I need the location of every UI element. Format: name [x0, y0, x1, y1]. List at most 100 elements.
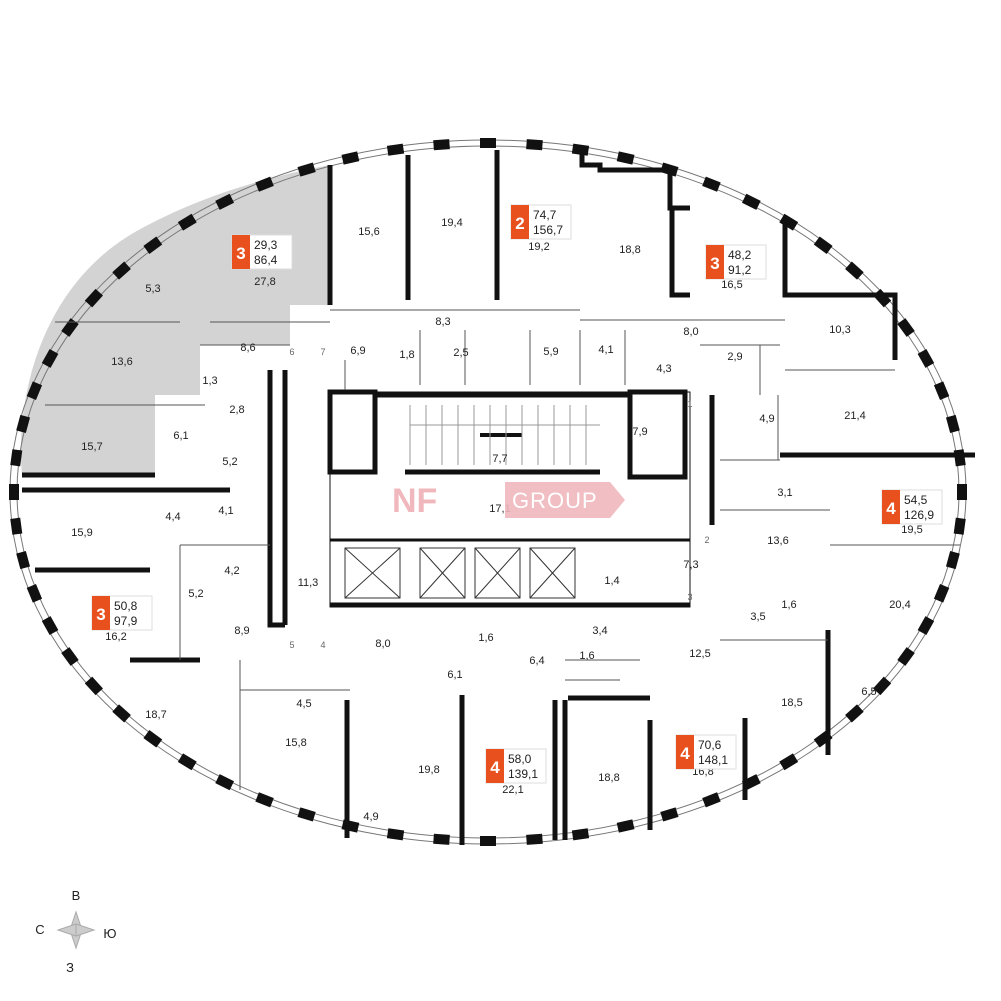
entrance-number: 5 — [289, 640, 294, 650]
window-mullion — [873, 676, 892, 696]
interior-walls — [45, 309, 960, 790]
room-area-label: 21,4 — [844, 410, 865, 422]
window-mullion — [660, 807, 679, 822]
apartment-living-area: 48,2 — [728, 248, 752, 262]
room-area-label: 8,0 — [375, 638, 390, 650]
window-mullion — [177, 753, 197, 771]
window-mullion — [16, 414, 31, 433]
room-area-label: 22,1 — [502, 784, 523, 796]
apartment-living-area: 54,5 — [904, 493, 928, 507]
window-mullion — [779, 213, 799, 231]
window-mullion — [779, 753, 799, 771]
window-mullion — [702, 792, 721, 808]
window-mullion — [10, 449, 23, 467]
window-mullion — [953, 449, 966, 467]
window-mullion — [26, 381, 43, 400]
entrance-number: 2 — [704, 535, 709, 545]
apartment-rooms-count: 3 — [236, 244, 245, 263]
apartment-living-area: 29,3 — [254, 238, 278, 252]
room-area-label: 15,8 — [285, 737, 306, 749]
window-mullion — [61, 318, 79, 337]
apartment-living-area: 70,6 — [698, 738, 722, 752]
room-area-label: 16,2 — [105, 631, 126, 643]
window-mullion — [215, 193, 235, 210]
room-area-label: 3,5 — [750, 611, 765, 623]
apartment-living-area: 74,7 — [533, 208, 557, 222]
window-mullion — [177, 213, 197, 231]
elevator-shafts — [344, 547, 576, 599]
room-area-label: 2,8 — [229, 404, 244, 416]
room-area-label: 1,6 — [579, 650, 594, 662]
room-area-label: 4,9 — [363, 811, 378, 823]
window-mullion — [845, 704, 864, 723]
apartment-rooms-count: 3 — [96, 605, 105, 624]
window-mullion — [480, 138, 496, 148]
room-area-label: 18,5 — [781, 697, 802, 709]
room-area-label: 27,8 — [254, 276, 275, 288]
room-area-label: 2,5 — [453, 347, 468, 359]
room-area-label: 8,0 — [683, 326, 698, 338]
window-mullion — [917, 616, 935, 635]
apartment-rooms-marker — [92, 596, 110, 630]
window-mullion — [953, 517, 966, 535]
window-mullions — [9, 138, 967, 846]
entrance-number: 3 — [687, 592, 692, 602]
company-logo: NF GROUP — [392, 482, 625, 520]
window-mullion — [526, 139, 543, 151]
room-area-label: 5,3 — [145, 283, 160, 295]
room-area-label: 15,6 — [358, 226, 379, 238]
apartment-total-area: 97,9 — [114, 614, 138, 628]
room-area-label: 5,2 — [222, 456, 237, 468]
apartment-rooms-count: 4 — [680, 744, 690, 763]
window-mullion — [341, 151, 360, 165]
room-area-label: 4,3 — [656, 363, 671, 375]
apartment-total-area: 91,2 — [728, 263, 752, 277]
window-mullion — [84, 676, 103, 696]
room-area-label: 4,5 — [296, 698, 311, 710]
room-area-label: 8,6 — [240, 342, 255, 354]
room-area-label: 6,5 — [861, 686, 876, 698]
window-mullion — [945, 414, 960, 433]
window-mullion — [61, 647, 79, 666]
compass-south: З — [66, 960, 74, 975]
window-mullion — [9, 484, 19, 500]
room-area-label: 16,5 — [721, 279, 742, 291]
window-mullion — [897, 318, 915, 337]
window-mullion — [26, 584, 43, 603]
room-area-label: 1,4 — [604, 575, 619, 587]
room-area-label: 4,4 — [165, 511, 180, 523]
window-mullion — [917, 349, 935, 368]
entrance-number: 1 — [687, 399, 692, 409]
window-mullion — [813, 236, 833, 254]
room-area-label: 18,8 — [619, 244, 640, 256]
room-area-label: 8,9 — [234, 625, 249, 637]
room-area-label: 6,1 — [173, 430, 188, 442]
room-area-label: 13,6 — [767, 535, 788, 547]
apartment-rooms-marker — [232, 235, 250, 269]
room-area-label: 12,5 — [689, 648, 710, 660]
room-area-label: 3,1 — [777, 487, 792, 499]
building-core — [327, 389, 691, 608]
window-mullion — [143, 236, 163, 254]
window-mullion — [480, 836, 496, 846]
room-area-label: 5,9 — [543, 346, 558, 358]
window-mullion — [873, 288, 892, 308]
compass-north: В — [72, 888, 81, 903]
room-area-label: 18,8 — [598, 772, 619, 784]
room-area-label: 5,2 — [188, 588, 203, 600]
window-mullion — [933, 381, 950, 400]
window-mullion — [112, 261, 131, 280]
room-area-label: 7,3 — [683, 559, 698, 571]
room-area-label: 15,7 — [81, 441, 102, 453]
room-area-label: 2,9 — [727, 351, 742, 363]
window-mullion — [386, 828, 405, 841]
window-mullion — [897, 647, 915, 666]
room-area-label: 7,7 — [492, 453, 507, 465]
